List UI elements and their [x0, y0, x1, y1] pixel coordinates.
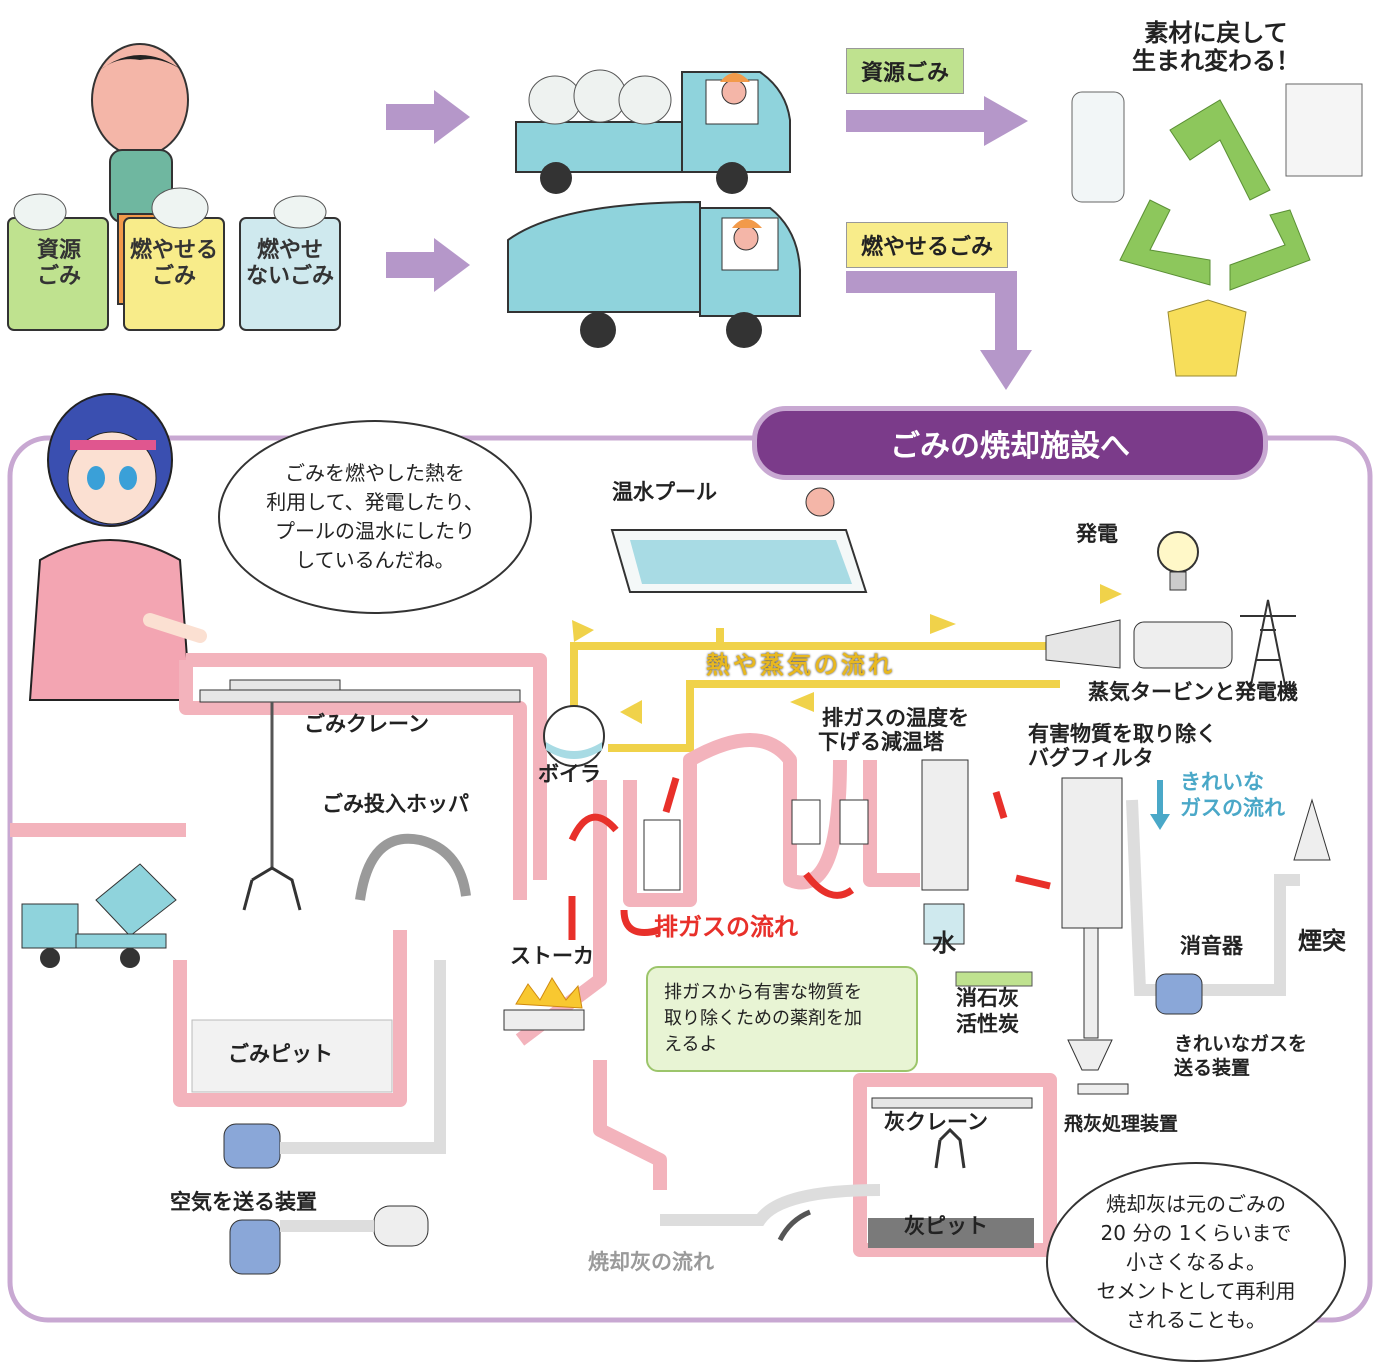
facility-title: ごみの焼却施設へ — [752, 406, 1268, 480]
label-water: 水 — [932, 929, 956, 957]
speech-girl-line: ごみを燃やした熱を — [284, 461, 465, 485]
boiler-drum — [543, 705, 605, 767]
label-lime-2: 活性炭 — [956, 1012, 1019, 1036]
label-exhaust-flow: 排ガスの流れ — [654, 913, 798, 941]
note-chemicals: 排ガスから有害な物質を 取り除くための薬剤を加 えるよ — [646, 966, 918, 1073]
arrow-to-truck-bottom — [386, 238, 470, 292]
furnace-pipes — [10, 653, 1057, 1257]
speech-ash-line: されることも。 — [1126, 1307, 1266, 1332]
label-turbine: 蒸気タービンと発電機 — [1088, 680, 1298, 704]
steam-turbine — [1045, 619, 1233, 669]
label-ash-flow: 焼却灰の流れ — [588, 1250, 714, 1274]
label-clean-gas-1: きれいな — [1180, 770, 1264, 794]
label-ash-pit: 灰ピット — [904, 1214, 988, 1238]
label-lime-1: 消石灰 — [956, 986, 1019, 1010]
label-fly-ash: 飛灰処理装置 — [1064, 1113, 1179, 1135]
note-line: 取り除くための薬剤を加 — [664, 1008, 862, 1030]
lightbulb — [1157, 531, 1199, 591]
speech-bubble-girl: ごみを燃やした熱を 利用して、発電したり、 プールの温水にしたり しているんだね… — [218, 420, 532, 614]
recycling-truck — [515, 69, 791, 194]
label-crane: ごみクレーン — [304, 712, 429, 736]
label-exhaust-cool-1: 排ガスの温度を — [822, 706, 969, 730]
speech-girl-line: 利用して、発電したり、 — [266, 490, 484, 514]
garbage-crane — [199, 679, 521, 911]
label-stoker: ストーカ — [510, 944, 594, 968]
heat-flow-pipes — [570, 628, 1060, 752]
clean-gas-fan — [1155, 973, 1203, 1015]
recycle-caption-line1: 素材に戻して — [1144, 19, 1288, 47]
label-ash-crane: 灰クレーン — [884, 1110, 988, 1134]
power-tower — [1240, 599, 1296, 691]
label-power: 発電 — [1076, 522, 1118, 546]
speech-ash-line: セメントとして再利用 — [1096, 1278, 1296, 1303]
heat-arrows — [572, 584, 1122, 724]
chimney — [1293, 798, 1331, 861]
garbage-truck — [507, 200, 801, 348]
clean-gas-pipe — [1126, 799, 1300, 996]
ash-flow-pipe — [660, 1184, 881, 1226]
ash-flow-arrow — [777, 1209, 811, 1242]
note-line: 排ガスから有害な物質を — [664, 982, 862, 1003]
speech-girl-line: プールの温水にしたり — [274, 519, 475, 543]
label-boiler: ボイラ — [538, 762, 601, 786]
label-heat-flow: 熱や蒸気の流れ — [706, 651, 895, 679]
label-exhaust-cool-2: 下げる減温塔 — [818, 730, 944, 754]
tag-moyaseru-gomi: 燃やせるごみ — [846, 222, 1009, 268]
girl-figure — [28, 393, 207, 701]
label-pit: ごみピット — [228, 1042, 333, 1066]
label-clean-gas-fan-2: 送る装置 — [1174, 1057, 1251, 1079]
bin-label-shigen: 資源 ごみ — [36, 238, 81, 290]
lime-container — [955, 971, 1033, 987]
clean-gas-arrowhead — [1150, 814, 1170, 830]
speech-ash-line: 小さくなるよ。 — [1126, 1249, 1266, 1274]
speech-bubble-ash: 焼却灰は元のごみの 20 分の 1くらいまで 小さくなるよ。 セメントとして再利… — [1046, 1162, 1346, 1362]
facility-frame — [7, 435, 1373, 1323]
bin-label-moyaseru: 燃やせる ごみ — [129, 238, 218, 290]
bins — [7, 187, 341, 331]
dump-truck — [21, 863, 177, 968]
garbage-pit — [191, 1019, 393, 1093]
hot-water-pool — [610, 487, 868, 593]
label-chimney: 煙突 — [1298, 927, 1346, 955]
arrow-to-facility — [846, 271, 1032, 390]
bin-label-moyasenai: 燃やせ ないごみ — [245, 238, 334, 290]
air-fans — [223, 960, 446, 1275]
speech-girl-line: しているんだね。 — [295, 548, 455, 572]
recycle-caption-line2: 生まれ変わる！ — [1132, 46, 1300, 75]
ash-crane — [871, 1097, 1033, 1169]
label-bag-filter-2: バグフィルタ — [1028, 746, 1154, 770]
ash-pit — [868, 1218, 1034, 1248]
speech-ash-line: 20 分の 1くらいまで — [1100, 1220, 1292, 1245]
tag-shigen-gomi: 資源ごみ — [846, 48, 965, 94]
label-clean-gas-2: ガスの流れ — [1180, 796, 1285, 820]
speech-ash-line: 焼却灰は元のごみの — [1106, 1191, 1286, 1216]
exhaust-arrows — [568, 777, 1051, 940]
arrow-to-truck-top — [386, 90, 470, 144]
label-hopper: ごみ投入ホッパ — [322, 792, 469, 816]
stoker-fire — [503, 977, 585, 1031]
hopper-arrow — [355, 833, 471, 901]
fly-ash-device — [1077, 1083, 1129, 1095]
recycle-caption: 素材に戻して 生まれ変わる！ — [1132, 19, 1300, 75]
arrow-to-recycle — [846, 96, 1028, 146]
label-bag-filter-1: 有害物質を取り除く — [1028, 722, 1217, 746]
bag-filter — [1061, 777, 1123, 1071]
note-line: えるよ — [664, 1034, 718, 1056]
label-silencer: 消音器 — [1180, 934, 1243, 958]
heat-exchangers — [643, 799, 869, 891]
cooling-tower — [921, 759, 969, 945]
label-pool: 温水プール — [612, 480, 717, 504]
label-clean-gas-fan-1: きれいなガスを — [1174, 1033, 1308, 1055]
label-air-fan: 空気を送る装置 — [170, 1190, 317, 1214]
recycle-symbol — [1071, 83, 1363, 377]
